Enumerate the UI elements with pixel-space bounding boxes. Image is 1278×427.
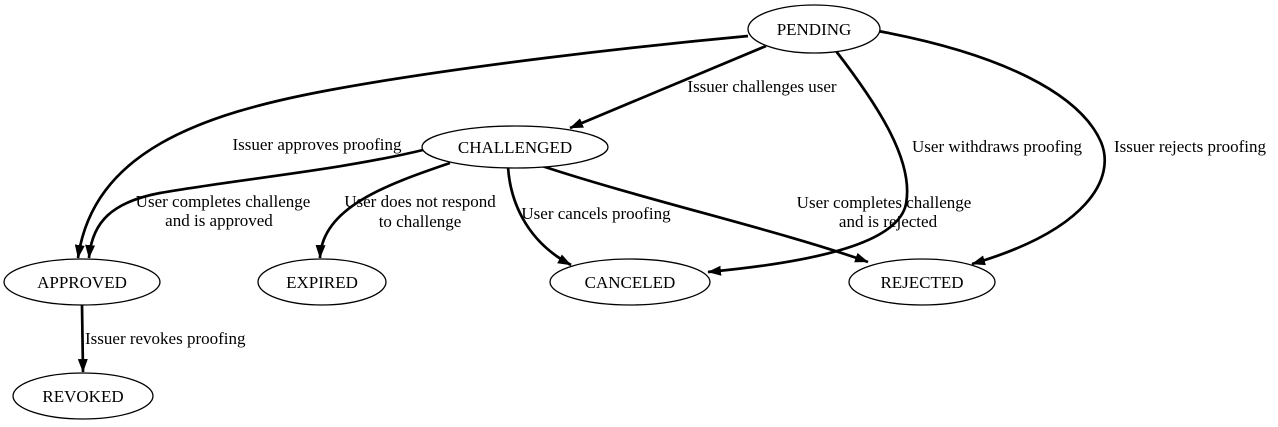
node-label-challenged: CHALLENGED	[458, 138, 572, 157]
edge-label-pending-rejected: Issuer rejects proofing	[1114, 137, 1267, 156]
edge-labels-group: Issuer challenges user Issuer approves p…	[85, 77, 1266, 348]
node-ellipse-approved	[3, 258, 161, 306]
edge-label-challenged-rejected-line2: and is rejected	[839, 212, 938, 231]
node-ellipse-rejected	[848, 258, 996, 306]
node-label-canceled: CANCELED	[585, 273, 676, 292]
edge-pending-challenged	[569, 44, 767, 130]
edge-label-challenged-approved-line2: and is approved	[165, 211, 273, 230]
node-expired: EXPIRED	[257, 258, 387, 306]
node-label-revoked: REVOKED	[42, 387, 123, 406]
node-revoked: REVOKED	[12, 372, 154, 420]
edge-label-approved-revoked: Issuer revokes proofing	[85, 329, 246, 348]
edge-label-challenged-canceled: User cancels proofing	[521, 204, 671, 223]
edge-label-challenged-approved-line1: User completes challenge	[136, 192, 311, 211]
edge-challenged-canceled	[506, 166, 572, 267]
node-label-pending: PENDING	[777, 20, 852, 39]
node-label-approved: APPROVED	[37, 273, 127, 292]
node-label-rejected: REJECTED	[880, 273, 963, 292]
edge-challenged-rejected	[541, 164, 869, 264]
edge-approved-revoked	[77, 304, 88, 373]
nodes-group: PENDING CHALLENGED APPROVED EXPIRED CANC…	[3, 4, 996, 420]
edges-group	[74, 29, 1106, 373]
node-ellipse-canceled	[549, 258, 711, 306]
node-approved: APPROVED	[3, 258, 161, 306]
edge-label-challenged-expired-line2: to challenge	[379, 212, 462, 231]
node-ellipse-pending	[747, 4, 881, 54]
node-ellipse-revoked	[12, 372, 154, 420]
edge-label-pending-challenged: Issuer challenges user	[687, 77, 837, 96]
edge-label-pending-approved: Issuer approves proofing	[232, 135, 402, 154]
edge-challenged-expired	[315, 161, 451, 259]
edge-pending-canceled	[707, 50, 909, 276]
node-challenged: CHALLENGED	[421, 125, 609, 169]
node-pending: PENDING	[747, 4, 881, 54]
edge-label-pending-canceled: User withdraws proofing	[912, 137, 1082, 156]
edge-pending-rejected	[877, 29, 1106, 266]
node-label-expired: EXPIRED	[286, 273, 358, 292]
node-canceled: CANCELED	[549, 258, 711, 306]
edge-label-challenged-rejected-line1: User completes challenge	[797, 193, 972, 212]
node-ellipse-expired	[257, 258, 387, 306]
edge-label-challenged-expired-line1: User does not respond	[344, 192, 496, 211]
edge-pending-approved	[74, 34, 749, 259]
node-ellipse-challenged	[421, 125, 609, 169]
node-rejected: REJECTED	[848, 258, 996, 306]
edge-challenged-approved	[85, 148, 424, 259]
